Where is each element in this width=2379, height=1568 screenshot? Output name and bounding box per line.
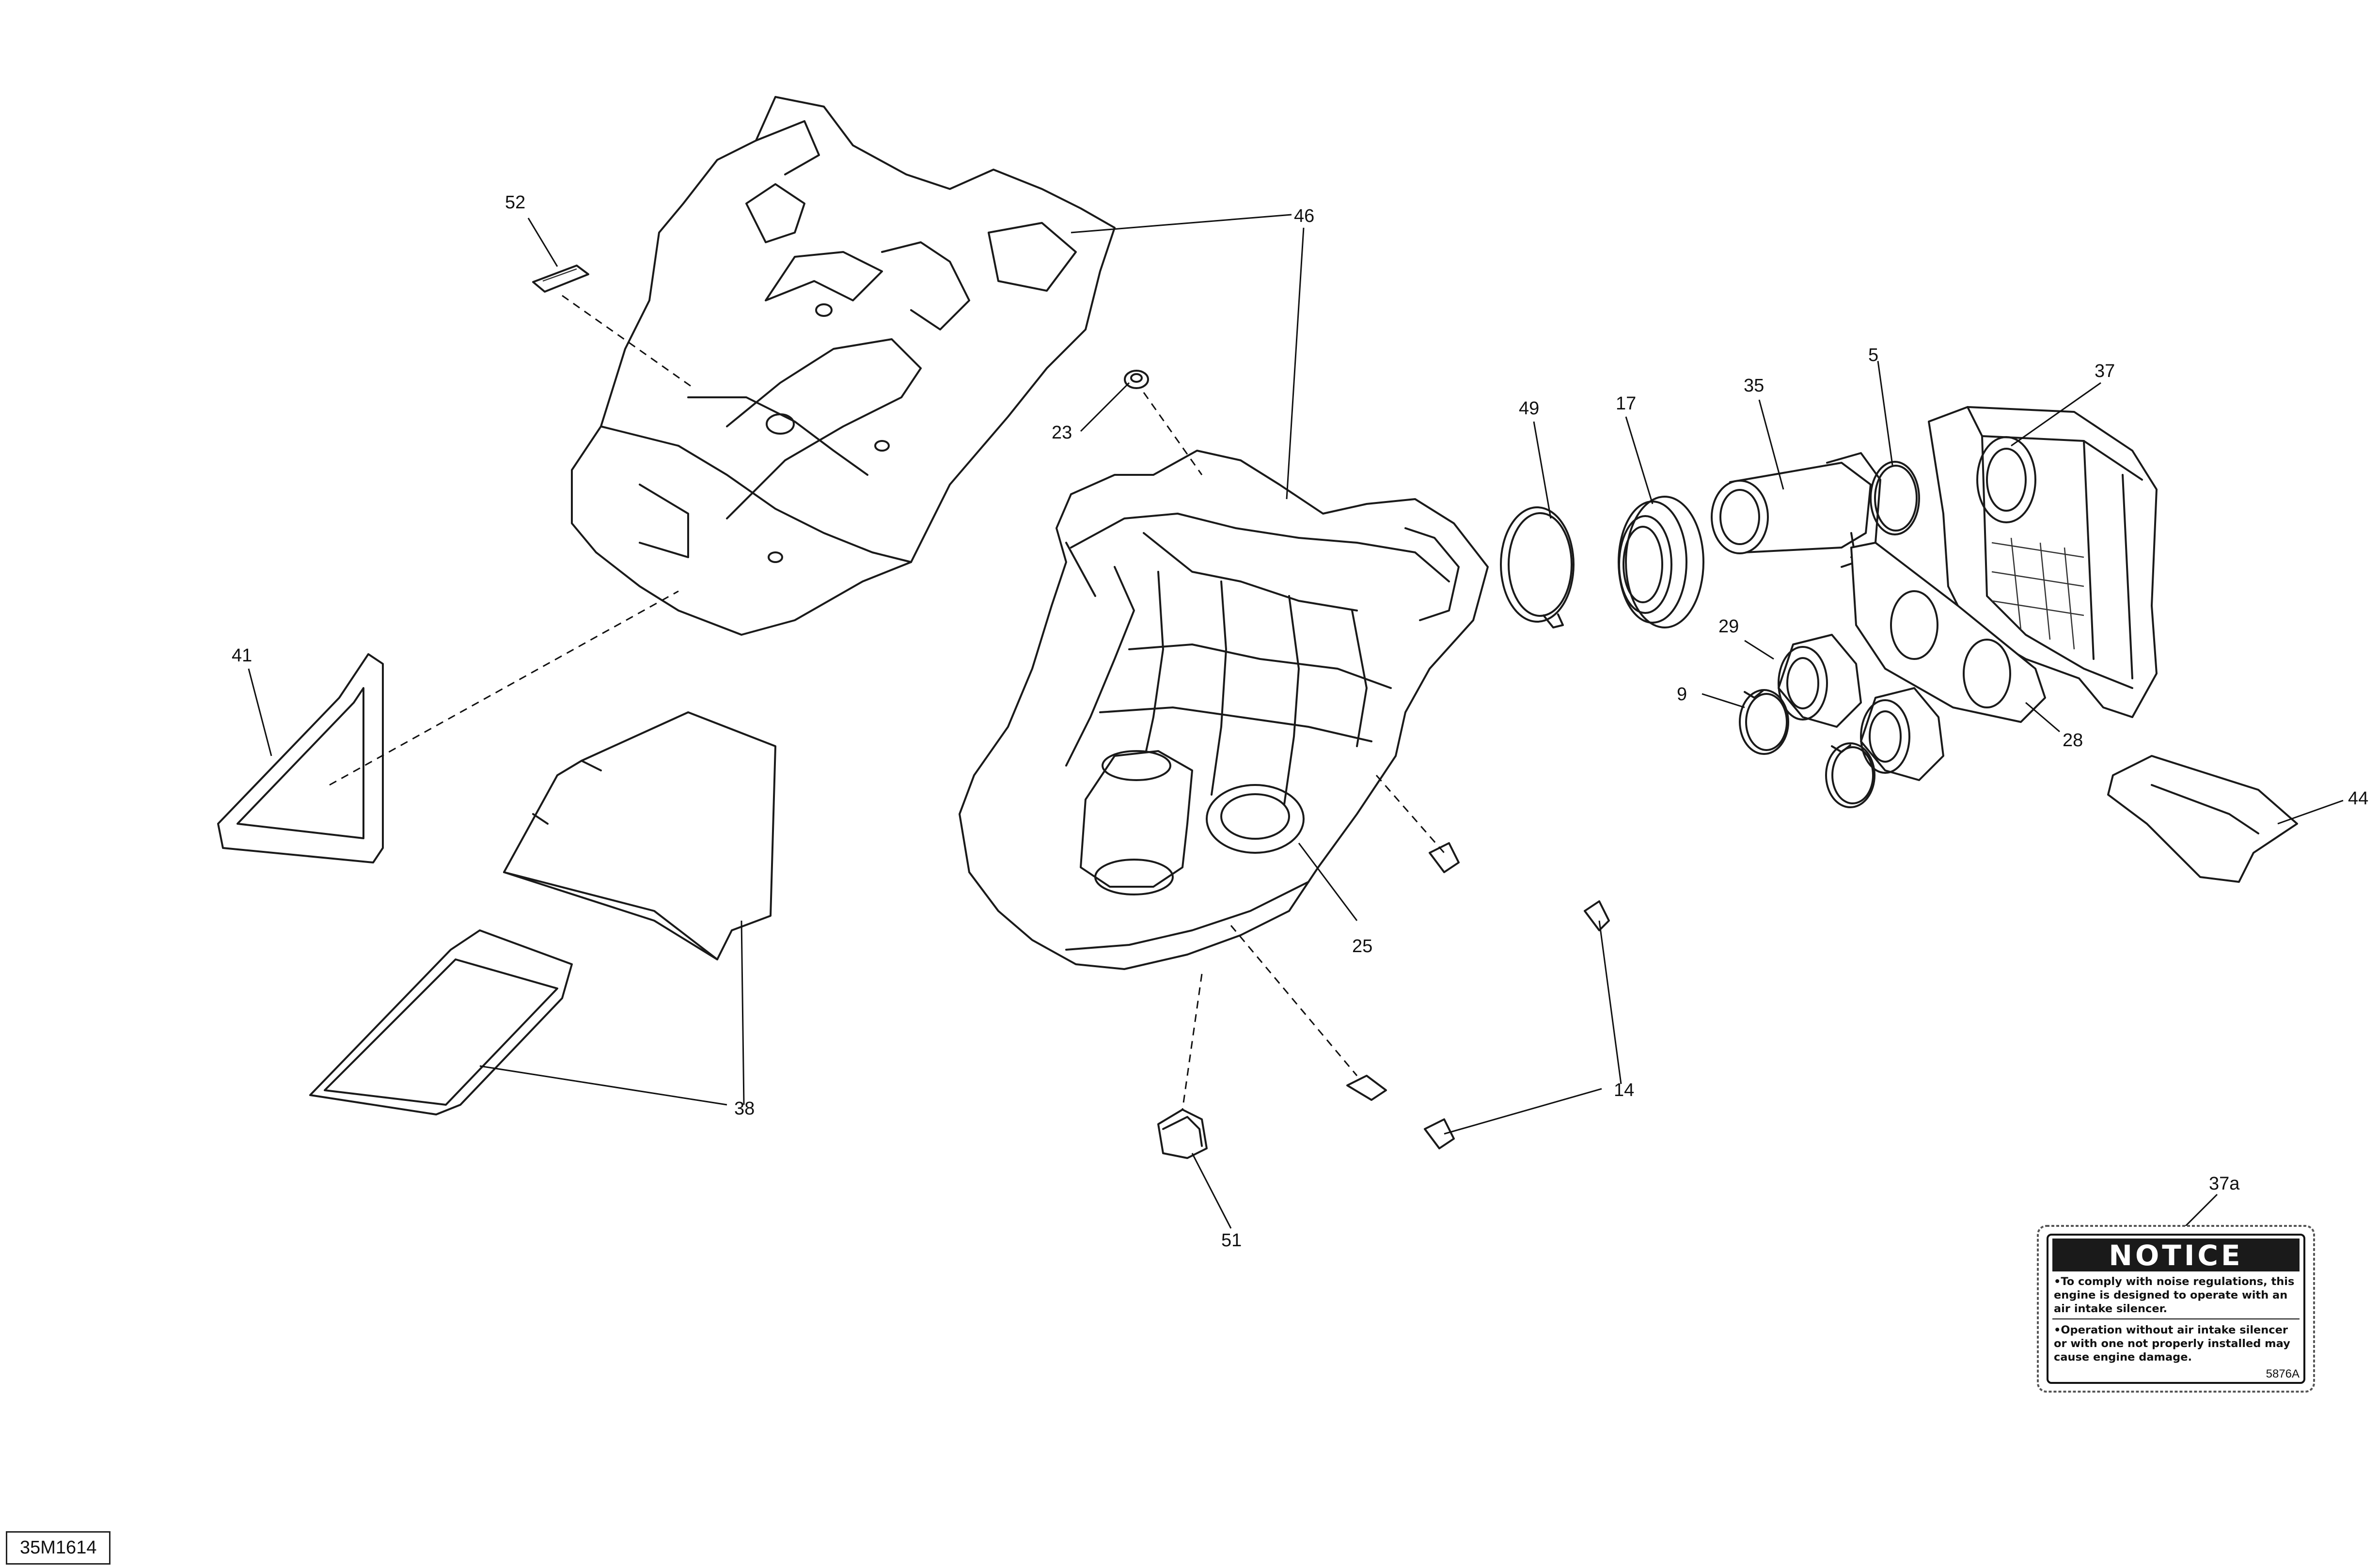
part-23-grommet <box>1124 370 1149 389</box>
callout-9: 9 <box>1677 684 1687 705</box>
callout-28: 28 <box>2063 730 2083 751</box>
callout-25: 25 <box>1352 936 1372 956</box>
part-51-bracket <box>1157 1109 1208 1159</box>
notice-line-4: •Operation without air intake silencer <box>2054 1324 2288 1336</box>
notice-line-3: air intake silencer. <box>2054 1302 2167 1315</box>
drawing-reference-number: 35M1614 <box>6 1531 111 1565</box>
callout-14: 14 <box>1614 1080 1634 1100</box>
leader-lines <box>248 214 2344 1237</box>
part-9-clamps <box>1739 689 1875 808</box>
callout-52: 52 <box>505 192 525 213</box>
callout-49: 49 <box>1519 398 1539 419</box>
callout-5: 5 <box>1868 345 1878 365</box>
notice-line-6: cause engine damage. <box>2054 1351 2192 1364</box>
part-38-filter-cover <box>503 711 776 960</box>
callout-41: 41 <box>232 645 252 666</box>
callout-37a: 37a <box>2209 1174 2240 1194</box>
notice-code: 5876A <box>2266 1367 2300 1380</box>
callout-37: 37 <box>2095 361 2115 381</box>
part-41-frame <box>217 653 384 863</box>
callout-51: 51 <box>1221 1230 1242 1251</box>
part-35-tube <box>1711 452 1881 568</box>
dashed-assembly-lines <box>329 295 1445 1110</box>
callout-23: 23 <box>1052 423 1072 443</box>
upper-intake-housing <box>571 96 1116 636</box>
callout-46: 46 <box>1294 206 1314 226</box>
part-29-boots <box>1778 634 1944 781</box>
part-38-filter-element <box>309 929 573 1115</box>
callout-numbers: 52 46 23 49 17 35 5 37 41 29 9 28 44 25 … <box>232 192 2368 1251</box>
notice-title: NOTICE <box>2109 1239 2243 1272</box>
part-17-seal <box>1618 496 1704 628</box>
part-5-oring <box>1870 461 1920 535</box>
part-49-clamp <box>1500 506 1575 628</box>
notice-line-2: engine is designed to operate with an <box>2054 1289 2287 1301</box>
callout-38: 38 <box>734 1098 755 1119</box>
part-52-tag <box>532 265 589 293</box>
part-44-foam-pad <box>2107 755 2298 883</box>
lower-intake-housing <box>959 450 1489 970</box>
part-37-silencer-box <box>1928 406 2158 718</box>
notice-line-5: or with one not properly installed may <box>2054 1337 2290 1350</box>
part-14-clips <box>1346 842 1610 1149</box>
callout-44: 44 <box>2348 788 2368 809</box>
part-28-adapter-plate <box>1850 542 2046 723</box>
callout-29: 29 <box>1718 616 1739 637</box>
callout-35: 35 <box>1744 376 1764 396</box>
callout-17: 17 <box>1616 393 1636 414</box>
notice-line-1: •To comply with noise regulations, this <box>2054 1275 2294 1288</box>
notice-label: NOTICE •To comply with noise regulations… <box>2037 1225 2315 1393</box>
